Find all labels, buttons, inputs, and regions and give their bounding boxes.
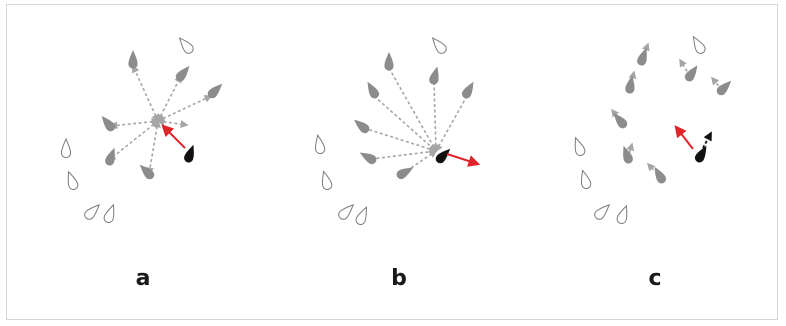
neighbor-drop-icon [367,81,380,99]
focal-drop-icon [694,145,707,163]
dashed-arrow [107,120,160,161]
outline-drop-icon [594,203,611,220]
neighbor-drop-icon [716,80,732,96]
neighbor-drop-icon [625,75,635,94]
heading-arrow-icon [702,131,712,149]
neighbor-drop-icon [139,164,155,180]
outline-drop-icon [616,204,628,224]
panel-label-b: b [391,266,407,291]
outline-drop-icon [60,137,72,159]
focal-drop-icon [435,148,451,164]
outline-drop-icon [314,133,326,155]
outline-drop-icon [84,203,101,220]
neighbor-drop-icon [396,167,414,180]
outline-drop-icon [321,170,333,191]
dashed-arrow [373,95,438,153]
panel-b [314,37,481,225]
dashed-arrow [109,117,160,130]
neighbor-drop-icon [101,116,116,132]
panel-label-c: c [648,266,661,291]
panel-a [60,37,223,223]
dashed-arrow [156,117,189,129]
neighbor-drop-icon [175,66,190,82]
panel-label-a: a [136,266,151,291]
neighbor-drop-icon [429,66,439,85]
neighbor-drop-icon [684,65,698,82]
dashed-arrow [132,64,159,123]
neighbor-drop-icon [384,52,394,71]
outline-drop-icon [178,37,194,54]
red-arrow-icon [446,153,481,167]
neighbor-drop-icon [654,166,667,184]
neighbor-drop-icon [461,81,474,99]
neighbor-drop-icon [637,47,647,66]
dashed-arrow [388,67,437,153]
dashed-arrow [435,95,468,153]
outline-drop-icon [574,136,586,156]
neighbor-drop-icon [207,83,223,99]
outline-drop-icon [338,203,355,220]
outline-drop-icon [355,206,368,225]
outline-drop-icon [580,169,592,190]
outline-drop-icon [67,170,79,190]
dashed-arrow [431,81,440,153]
focal-drop-icon [184,144,194,163]
outline-drop-icon [692,35,706,54]
neighbor-drop-icon [128,50,138,69]
dashed-arrow [157,74,182,123]
red-arrow-icon [161,124,186,149]
neighbor-drop-icon [359,152,377,165]
red-arrow-icon [674,125,694,150]
neighbor-drop-icon [105,147,115,166]
dashed-arrow [363,127,438,153]
neighbor-drop-icon [613,113,628,129]
neighbor-drop-icon [354,119,370,134]
dashed-arrow [146,119,161,176]
outline-drop-icon [103,203,115,223]
dashed-arrow [156,95,213,122]
neighbor-drop-icon [623,145,633,164]
outline-drop-icon [431,37,447,54]
panel-c [574,35,732,224]
